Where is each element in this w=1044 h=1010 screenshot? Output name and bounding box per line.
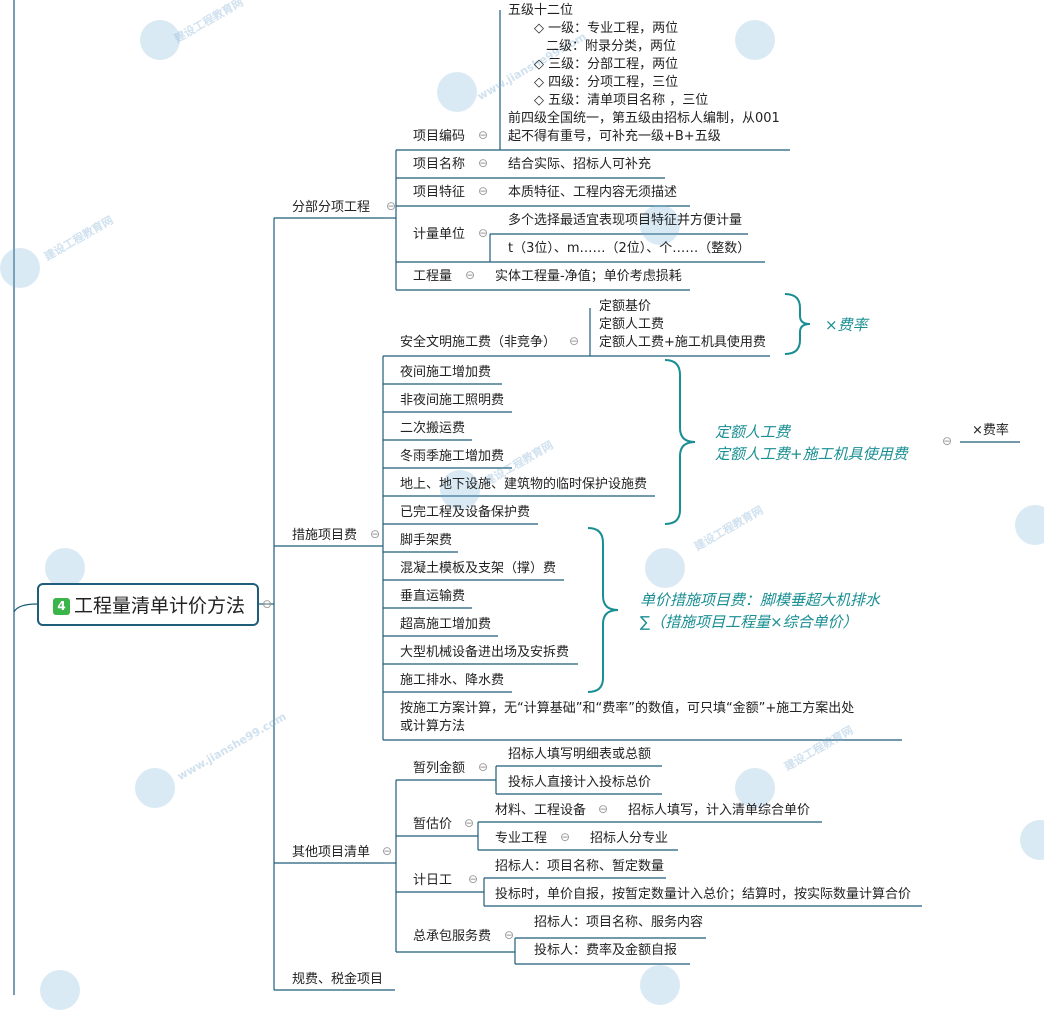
node-zangu[interactable]: 暂估价	[413, 817, 453, 832]
coding-desc-2: 起不得有重号，可补充一级+B+五级	[508, 129, 721, 144]
coding-level5: ◇ 五级：清单项目名称 ，三位	[534, 93, 709, 108]
measure-item[interactable]: 垂直运输费	[400, 589, 466, 604]
jiri-a: 招标人：项目名称、暂定数量	[495, 859, 665, 874]
feature-desc: 本质特征、工程内容无须描述	[508, 185, 678, 200]
zangu-pro: 专业工程	[495, 831, 548, 846]
measure-other-1[interactable]: 按施工方案计算，无“计算基础”和“费率”的数值，可只填“金额”+施工方案出处	[400, 701, 855, 716]
jiri-b: 投标时，单价自报，按暂定数量计入总价；结算时，按实际数量计算合价	[495, 887, 912, 902]
coding-level1: ◇ 一级：专业工程，两位	[534, 21, 679, 36]
measure-item[interactable]: 施工排水、降水费	[400, 673, 505, 688]
watermark-logo	[640, 965, 680, 1005]
safety-base-1: 定额基价	[599, 299, 652, 314]
collapse-icon[interactable]: ⊖	[504, 928, 515, 942]
watermark-logo	[735, 768, 775, 808]
zangu-pro-desc: 招标人分专业	[590, 831, 669, 846]
priority-badge: 4	[53, 598, 70, 615]
collapse-icon[interactable]: ⊖	[569, 334, 580, 348]
zongcheng-a: 招标人：项目名称、服务内容	[534, 915, 704, 930]
collapse-icon[interactable]: ⊖	[262, 597, 273, 611]
watermark-logo	[437, 72, 477, 112]
coding-level0: 五级十二位	[508, 3, 574, 18]
coding-desc-1: 前四级全国统一，第五级由招标人编制，从001	[508, 111, 780, 126]
measure-item[interactable]: 已完工程及设备保护费	[400, 505, 531, 520]
watermark-logo	[45, 548, 85, 588]
measure-item[interactable]: 脚手架费	[400, 533, 453, 548]
measure-item[interactable]: 地上、地下设施、建筑物的临时保护设施费	[400, 477, 648, 492]
watermark-logo	[140, 20, 180, 60]
measure-item[interactable]: 大型机械设备进出场及安拆费	[400, 645, 570, 660]
collapse-icon[interactable]: ⊖	[478, 226, 489, 240]
node-qty[interactable]: 工程量	[413, 269, 453, 284]
node-safety[interactable]: 安全文明施工费（非竞争）	[400, 335, 557, 350]
watermark-logo	[135, 768, 175, 808]
zanlie-a: 招标人填写明细表或总额	[508, 747, 652, 762]
watermark-logo	[40, 970, 80, 1010]
node-name[interactable]: 项目名称	[413, 157, 466, 172]
node-zanlie[interactable]: 暂列金额	[413, 761, 466, 776]
coding-level2: 二级：附录分类，两位	[546, 39, 677, 54]
watermark-logo	[735, 20, 775, 60]
group-b-note-1: 单价措施项目费：脚模垂超大机排水	[640, 591, 881, 609]
collapse-icon[interactable]: ⊖	[465, 268, 476, 282]
measure-item[interactable]: 超高施工增加费	[400, 617, 492, 632]
node-qita[interactable]: 其他项目清单	[292, 845, 371, 860]
watermark-logo	[645, 548, 685, 588]
safety-base-3: 定额人工费+施工机具使用费	[599, 335, 766, 350]
node-cuoshi[interactable]: 措施项目费	[292, 528, 358, 543]
node-unit[interactable]: 计量单位	[413, 227, 466, 242]
group-a-note-2: 定额人工费+施工机具使用费	[715, 445, 908, 463]
coding-level4: ◇ 四级：分项工程，三位	[534, 75, 679, 90]
group-a-rate: ×费率	[972, 423, 1009, 438]
root-node[interactable]: 4 工程量清单计价方法	[37, 583, 259, 626]
collapse-icon[interactable]: ⊖	[478, 128, 489, 142]
watermark-logo	[640, 205, 680, 245]
group-b-note-2: ∑（措施项目工程量×综合单价）	[640, 613, 858, 631]
measure-item[interactable]: 夜间施工增加费	[400, 365, 492, 380]
collapse-icon[interactable]: ⊖	[942, 434, 953, 448]
collapse-icon[interactable]: ⊖	[478, 156, 489, 170]
coding-level3: ◇ 三级：分部工程，两位	[534, 57, 679, 72]
collapse-icon[interactable]: ⊖	[382, 844, 393, 858]
collapse-icon[interactable]: ⊖	[464, 816, 475, 830]
node-zongcheng[interactable]: 总承包服务费	[413, 929, 492, 944]
qty-desc: 实体工程量-净值；单价考虑损耗	[495, 269, 682, 284]
zangu-mat-desc: 招标人填写，计入清单综合单价	[628, 803, 811, 818]
collapse-icon[interactable]: ⊖	[386, 199, 397, 213]
node-jiri[interactable]: 计日工	[413, 873, 453, 888]
collapse-icon[interactable]: ⊖	[560, 830, 571, 844]
zangu-mat: 材料、工程设备	[495, 803, 587, 818]
measure-item[interactable]: 冬雨季施工增加费	[400, 449, 505, 464]
zongcheng-b: 投标人：费率及金额自报	[534, 943, 678, 958]
collapse-icon[interactable]: ⊖	[598, 802, 609, 816]
measure-other-2[interactable]: 或计算方法	[400, 719, 466, 734]
collapse-icon[interactable]: ⊖	[468, 872, 479, 886]
collapse-icon[interactable]: ⊖	[478, 184, 489, 198]
name-desc: 结合实际、招标人可补充	[508, 157, 652, 172]
collapse-icon[interactable]: ⊖	[370, 527, 381, 541]
node-guifei[interactable]: 规费、税金项目	[292, 972, 384, 987]
node-fenbu[interactable]: 分部分项工程	[292, 200, 371, 215]
node-feature[interactable]: 项目特征	[413, 185, 466, 200]
watermark-logo	[1015, 505, 1044, 545]
root-title: 工程量清单计价方法	[74, 595, 246, 617]
watermark-logo	[0, 248, 40, 288]
safety-rate-note: ×费率	[825, 316, 868, 334]
zanlie-b: 投标人直接计入投标总价	[508, 775, 652, 790]
node-coding[interactable]: 项目编码	[413, 129, 466, 144]
collapse-icon[interactable]: ⊖	[478, 760, 489, 774]
measure-item[interactable]: 二次搬运费	[400, 421, 466, 436]
safety-base-2: 定额人工费	[599, 317, 665, 332]
unit-desc-1: 多个选择最适宜表现项目特征并方便计量	[508, 213, 743, 228]
measure-item[interactable]: 混凝土模板及支架（撑）费	[400, 561, 557, 576]
unit-desc-2: t（3位）、m……（2位）、个……（整数）	[508, 241, 751, 256]
group-a-note-1: 定额人工费	[715, 423, 791, 441]
watermark-logo	[440, 470, 480, 510]
measure-item[interactable]: 非夜间施工照明费	[400, 393, 505, 408]
